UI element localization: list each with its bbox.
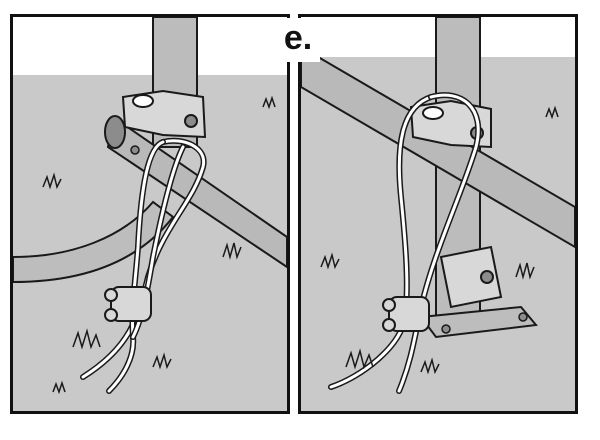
step-label: e. (276, 18, 320, 62)
illustration-panel-left (10, 14, 290, 414)
cable-loop-over-crossbar-with-baseplate-illustration (301, 17, 575, 411)
illustration-panel-right (298, 14, 578, 414)
cable-wrapped-crossbar-illustration (13, 17, 287, 411)
